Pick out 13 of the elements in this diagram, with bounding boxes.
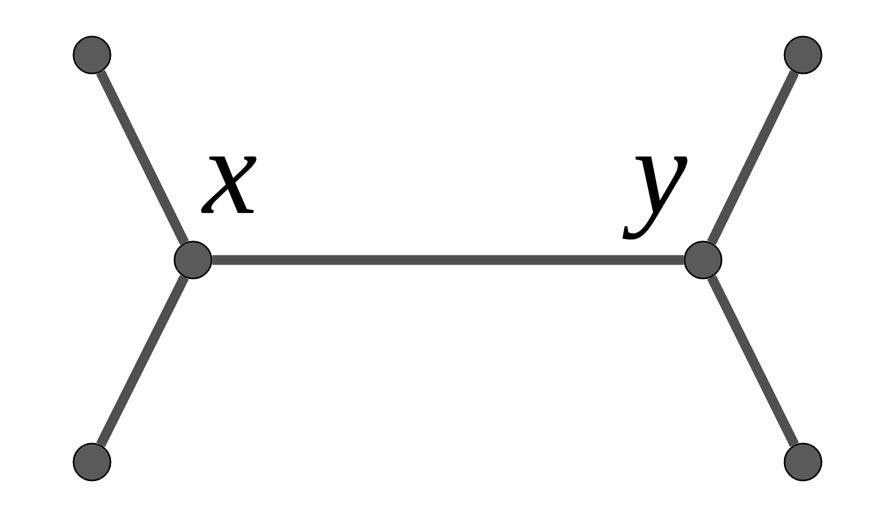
connector-line (212, 255, 684, 265)
vertex-dot (72, 442, 112, 482)
vertex-dot (784, 442, 822, 482)
vertex-dot (784, 36, 822, 74)
connector-line (96, 70, 189, 245)
vertex-dot (174, 240, 212, 280)
variable-label: x (201, 156, 256, 213)
vertex-dot (684, 240, 722, 280)
variable-label: y (622, 156, 688, 240)
connector-line (707, 70, 799, 245)
vertex-dot (72, 36, 112, 74)
connector-line (707, 275, 799, 447)
connector-line (96, 275, 189, 447)
